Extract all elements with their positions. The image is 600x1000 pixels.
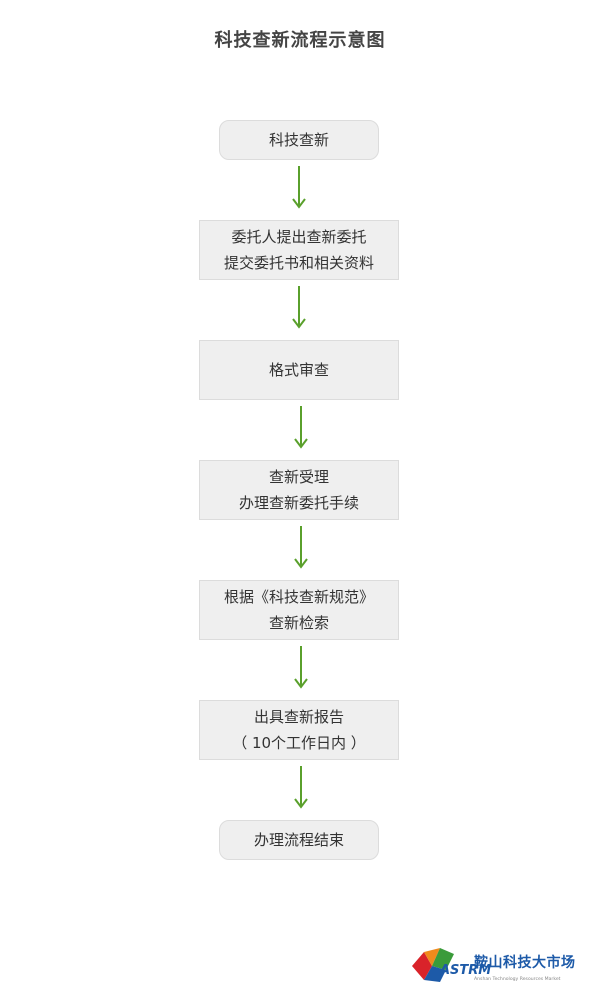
step-search-line2: 查新检索	[268, 614, 329, 632]
step-start: 科技查新	[219, 120, 379, 160]
step-report-line1: 出具查新报告	[253, 708, 344, 726]
logo-name: 鞍山科技大市场	[474, 955, 576, 971]
step-accept-line1: 查新受理	[268, 468, 329, 486]
step-search-line1: 根据《科技查新规范》	[223, 588, 374, 606]
svg-text:ASTRM: ASTRM	[439, 963, 491, 978]
arrow-4	[294, 526, 308, 569]
step-submit-request-line2: 提交委托书和相关资料	[223, 254, 374, 272]
step-end-label: 办理流程结束	[253, 831, 344, 849]
svg-text:Anshan Technology Resources Ma: Anshan Technology Resources Market	[474, 976, 561, 982]
arrow-1	[292, 166, 306, 209]
arrow-6	[294, 766, 308, 809]
step-report: 出具查新报告 （ 10个工作日内 ）	[199, 700, 399, 760]
step-accept: 查新受理 办理查新委托手续	[199, 460, 399, 520]
step-submit-request-line1: 委托人提出查新委托	[231, 228, 367, 246]
step-report-line2: （ 10个工作日内 ）	[232, 734, 366, 752]
arrow-2	[292, 286, 306, 329]
step-search: 根据《科技查新规范》 查新检索	[199, 580, 399, 640]
arrow-3	[294, 406, 308, 449]
arrow-5	[294, 646, 308, 689]
step-submit-request: 委托人提出查新委托 提交委托书和相关资料	[199, 220, 399, 280]
step-end: 办理流程结束	[219, 820, 379, 860]
step-start-label: 科技查新	[268, 131, 329, 149]
step-format-review: 格式审查	[199, 340, 399, 400]
astrm-logo: ASTRM Anshan Technology Resources Market	[412, 948, 561, 982]
step-format-review-label: 格式审查	[268, 361, 329, 379]
diagram-title: 科技查新流程示意图	[214, 30, 386, 51]
step-accept-line2: 办理查新委托手续	[238, 494, 359, 512]
